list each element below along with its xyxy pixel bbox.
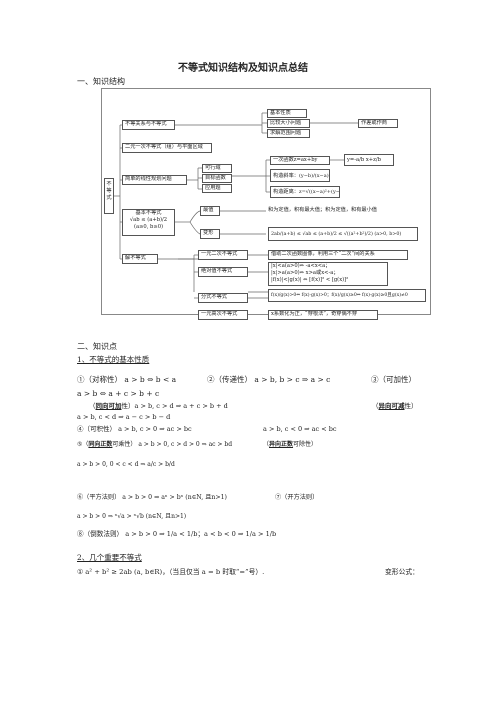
map-node-distance: 构造距离：z=√((x−a)²+(y−b)²)	[270, 186, 340, 198]
map-node-extremum: 最值	[200, 206, 220, 216]
prop-opposite-subtract-label: （异向可减性）	[372, 402, 418, 410]
map-node-quadratic: 一元二次不等式	[198, 250, 248, 260]
heading-basic-properties: 1、不等式的基本性质	[77, 355, 150, 364]
map-node-higher-degree: 一元高次不等式	[198, 310, 248, 320]
map-transform-chain: 2ab/(a+b) ≤ √ab ≤ (a+b)/2 ≤ √((a²+b²)/2)…	[268, 227, 418, 241]
heading-important-inequalities: 2、几个重要不等式	[77, 553, 142, 562]
map-absolute-text: |x|<a(a>0)⇔ -a<x<a； |x|>a(a>0)⇔ x>a或x<-a…	[268, 262, 388, 286]
map-node-diff-quotient: 作差或作商	[358, 119, 398, 128]
map-node-basic-inequality-formula: √ab ≤ (a+b)/2	[129, 217, 168, 223]
prop-multiply-positive: ④（可积性） a > b, c > 0 ⇒ ac > bc	[77, 425, 192, 433]
map-quadratic-text: 借助二次函数图像，利用三个“二次”间的关系	[268, 250, 408, 260]
prop-opposite-subtract-key: 异向可减	[378, 402, 405, 410]
prop-positive-multiply: ⑤（同向正数可乘性） a > b > 0, c > d > 0 ⇒ ac > b…	[77, 441, 233, 448]
map-node-transform: 变形	[200, 229, 220, 239]
map-fractional-text: f(x)/g(x)>0⇔ f(x)·g(x)>0；f(x)/g(x)≥0⇔ f(…	[268, 289, 426, 302]
map-node-range: 求解范围问题	[267, 129, 310, 138]
prop-additivity: a > b ⇔ a + c > b + c	[77, 389, 160, 398]
prop-reciprocal: ⑧（倒数法则） a > b > 0 ⇒ 1/a < 1/b；a < b < 0 …	[77, 530, 277, 538]
map-node-relations: 不等关系与不等式	[122, 120, 175, 130]
map-node-plane-region: 二元一次不等式（组）与平面区域	[122, 143, 212, 153]
map-node-basic-inequality-cond: (a≥0, b≥0)	[133, 224, 164, 230]
map-node-distance-label: 构造距离：	[273, 189, 299, 195]
map-absolute-line3: |f(x)|<|g(x)| ⇔ [f(x)]² < [g(x)]²	[271, 277, 349, 283]
prop-root-label: ⑦（开方法则）	[275, 494, 319, 501]
map-root: 不等式	[104, 178, 114, 214]
map-higher-text: x系数化为正，“穿根法”，奇穿偶不穿	[268, 310, 378, 320]
map-node-absolute: 绝对值不等式	[198, 267, 248, 277]
map-node-objective: 目标函数	[202, 174, 232, 183]
map-node-linear-programming: 简单的线性规划问题	[122, 175, 187, 185]
prop-same-direction-add-key: 同向可加	[95, 402, 122, 410]
map-node-compare: 比较大小问题	[267, 119, 310, 128]
map-absolute-line2: |x|>a(a>0)⇔ x>a或x<-a；	[271, 270, 339, 276]
map-node-linear-fn: 一次函数z=ax+by	[270, 156, 330, 165]
map-node-feasible-region: 可行域	[202, 164, 232, 173]
prop-multiply-negative: a > b, c < 0 ⇒ ac < bc	[263, 425, 337, 433]
map-node-fractional: 分式不等式	[198, 293, 248, 303]
map-extremum-text: 和为定值，积有最大值；积为定值，和有最小值	[268, 207, 377, 213]
map-node-application: 应用题	[202, 184, 232, 193]
prop-additivity-label: ③（可加性）	[371, 375, 416, 384]
map-node-intercept: y=-a/b x+z/b	[344, 154, 394, 166]
map-node-slope: 构造斜率：(y−b)/(x−a)	[270, 169, 330, 182]
concept-map-frame	[101, 88, 431, 315]
ineq-amgm-square: ① a² + b² ≥ 2ab (a, b∈R)，（当且仅当 a = b 时取“…	[77, 568, 265, 576]
ineq-variant-label: 变形公式：	[385, 568, 419, 576]
prop-power: ⑥（平方法则） a > b > 0 ⇒ aⁿ > bⁿ (n∈N, 且n>1)	[77, 494, 227, 501]
page-title: 不等式知识结构及知识点总结	[178, 63, 308, 74]
map-node-basic-inequality: 基本不等式 √ab ≤ (a+b)/2 (a≥0, b≥0)	[122, 209, 175, 236]
prop-positive-divide-key: 异向正数	[269, 441, 294, 448]
map-node-solve: 解不等式	[122, 254, 158, 264]
prop-positive-divide-label: （异向正数可除性）	[263, 441, 318, 448]
map-node-basic-inequality-title: 基本不等式	[135, 210, 162, 216]
prop-positive-divide: a > b > 0, 0 < c < d ⇒ a/c > b/d	[77, 461, 175, 468]
prop-root: a > b > 0 ⇒ ⁿ√a > ⁿ√b (n∈N, 且n>1)	[77, 513, 187, 520]
map-node-basic-props: 基本性质	[267, 109, 307, 118]
prop-opposite-subtract: a > b, c < d ⇒ a − c > b − d	[77, 413, 171, 421]
prop-symmetry: ①（对称性） a > b ⇔ b < a	[77, 375, 177, 384]
prop-same-direction-add: （同向可加性）a > b, c > d ⇒ a + c > b + d	[89, 402, 228, 410]
prop-transitivity: ②（传递性） a > b, b > c ⇒ a > c	[207, 375, 331, 384]
prop-positive-multiply-key: 同向正数	[88, 441, 113, 448]
section-heading-structure: 一、知识结构	[77, 77, 125, 86]
section-heading-points: 二、知识点	[77, 342, 117, 351]
map-absolute-line1: |x|<a(a>0)⇔ -a<x<a；	[271, 263, 331, 269]
map-node-slope-label: 构造斜率：	[273, 173, 299, 179]
